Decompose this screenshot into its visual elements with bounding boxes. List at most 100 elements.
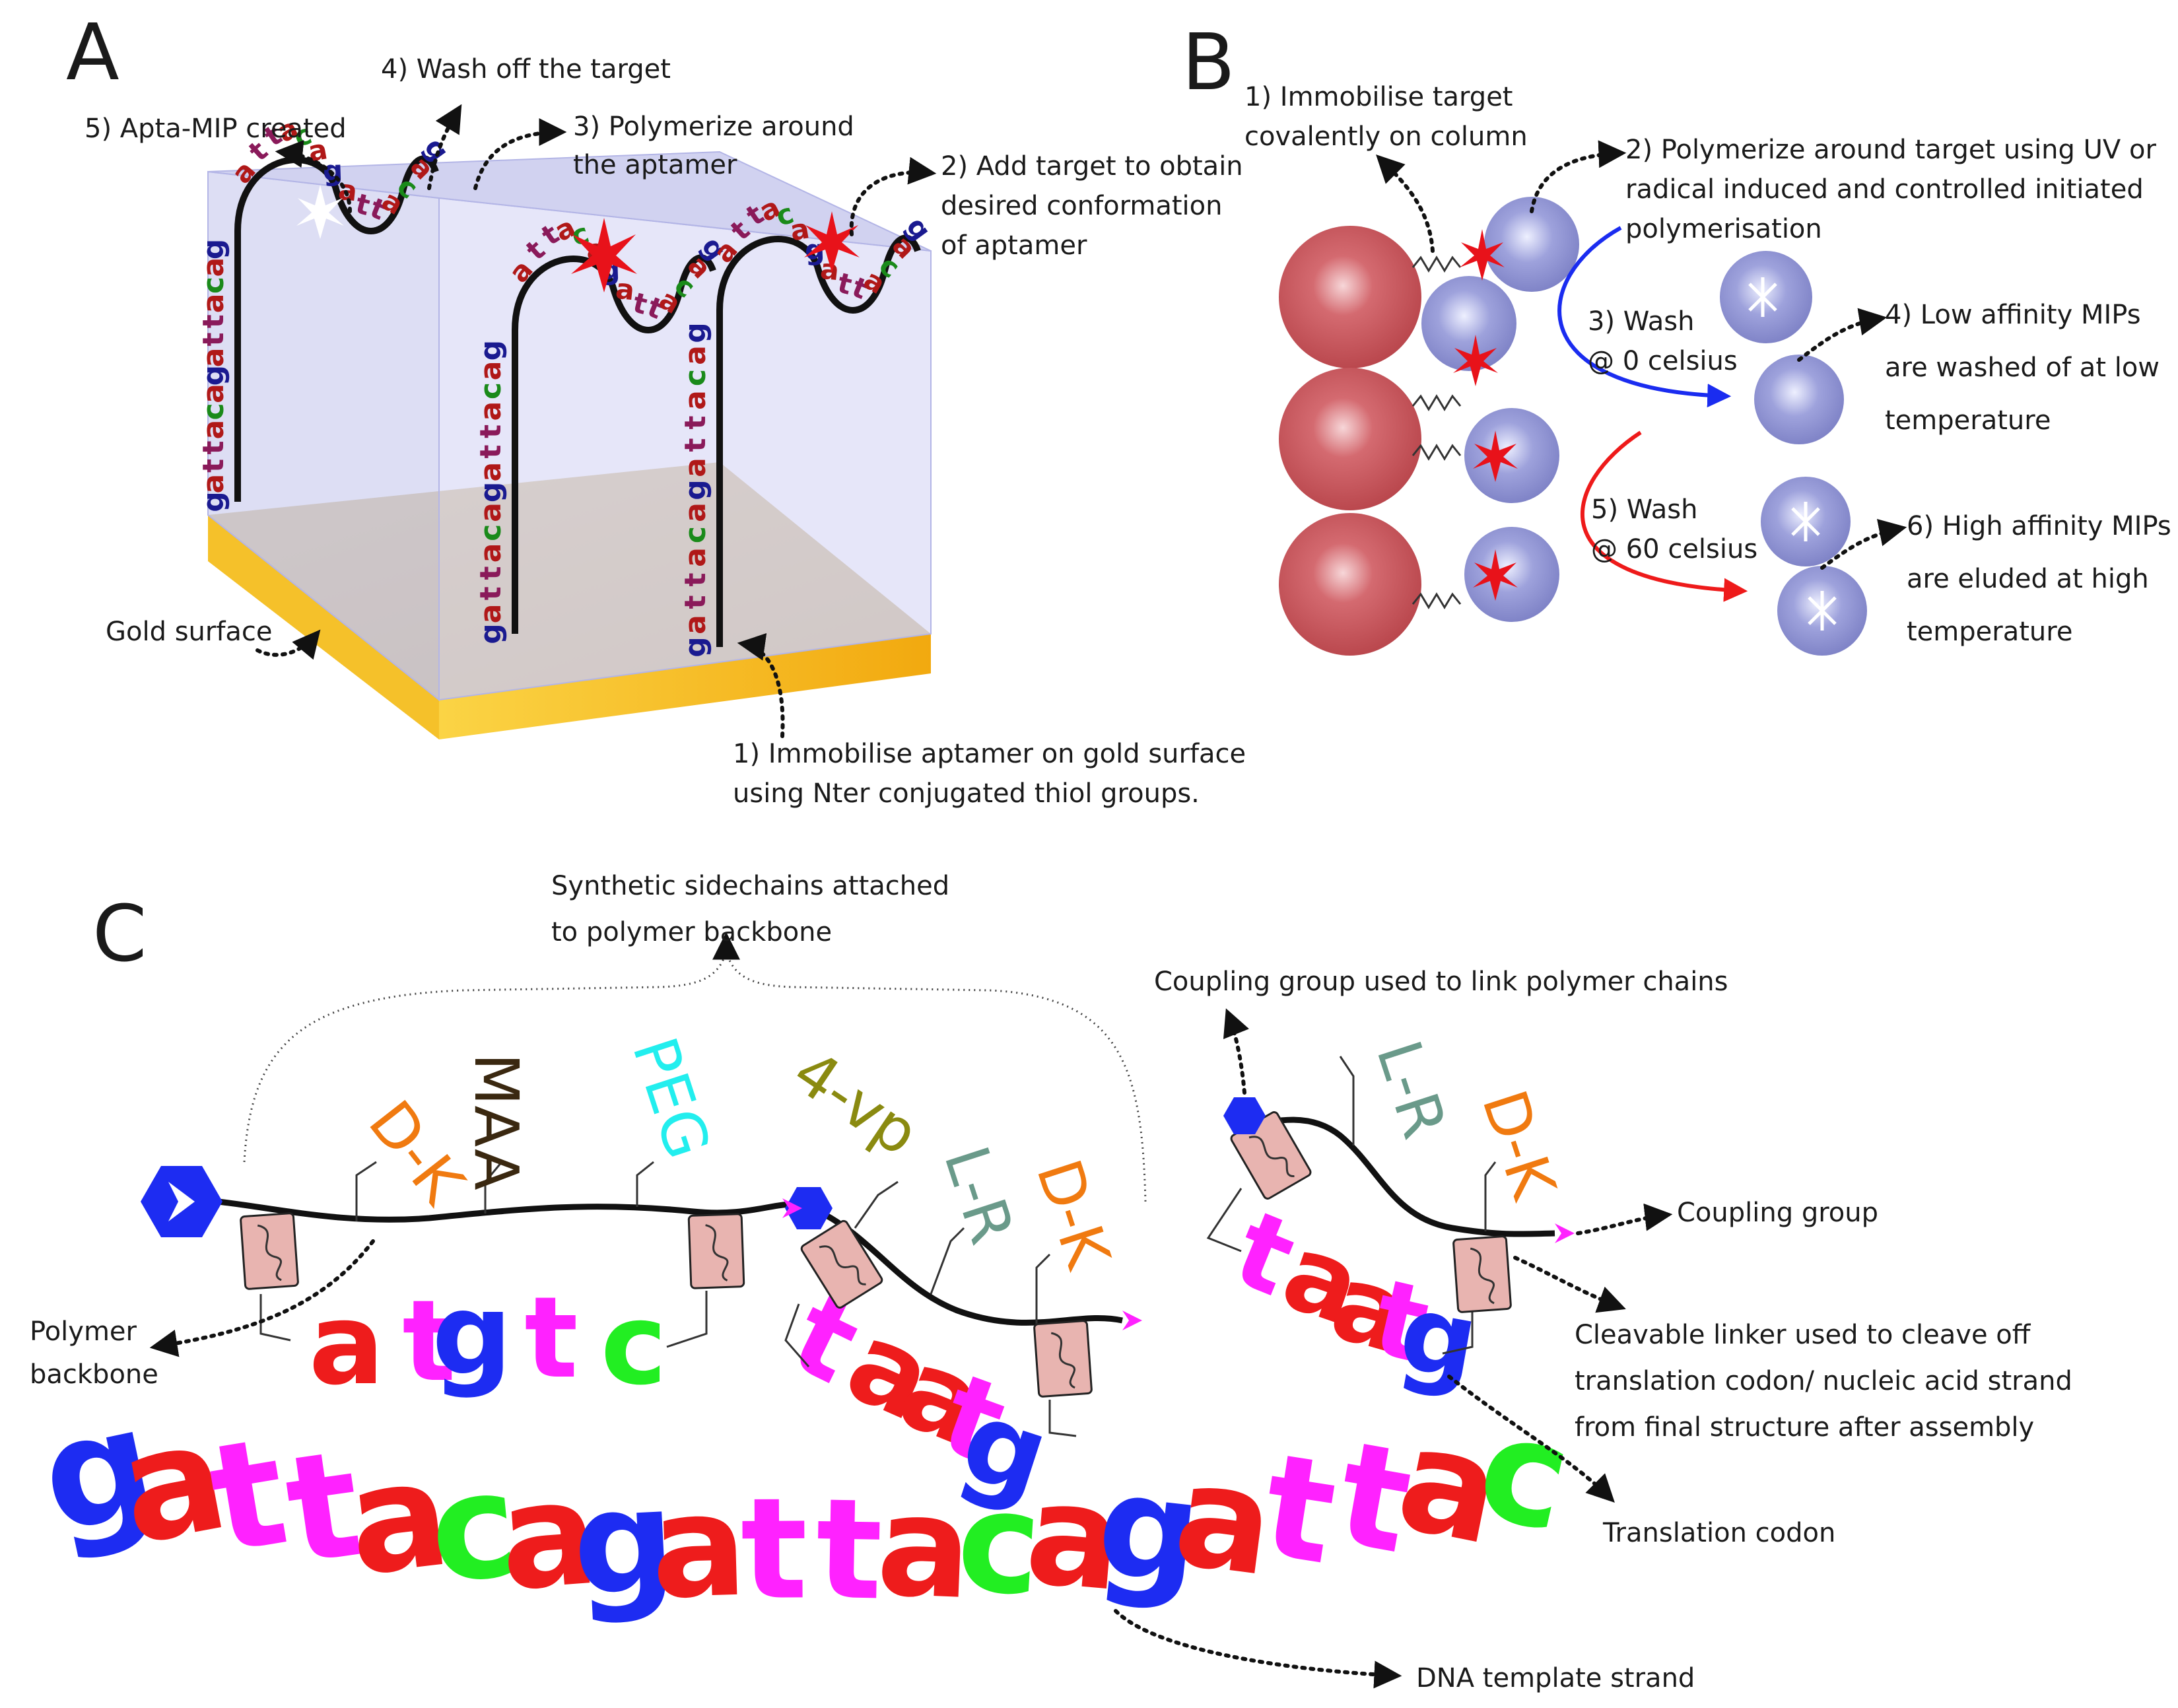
aptamer-1-stem-nt-13: c	[197, 277, 230, 294]
aptamer-2-stem-nt-1: g	[474, 623, 508, 644]
aptamer-3-stem-nt-10: t	[679, 438, 712, 452]
label-step1-line2: using Nter conjugated thiol groups.	[733, 778, 1200, 809]
aptamer-3-stem-nt-12: a	[679, 390, 712, 410]
aptamer-3-stem-nt-11: t	[679, 415, 712, 429]
aptamer-3-stem-nt-15: g	[679, 322, 712, 343]
aptamer-3-stem-nt-2: a	[679, 615, 712, 634]
spring-linker-1	[1412, 256, 1462, 273]
arrow-b-step4	[1797, 308, 1888, 362]
aptamer-3-stem-nt-9: a	[679, 458, 712, 477]
aptamer-backbone-2	[512, 254, 716, 634]
template-nt-13: c	[953, 1459, 1046, 1627]
cleavable-linker-2	[687, 1213, 745, 1289]
label-b-step1-line2: covalently on column	[1244, 121, 1528, 152]
aptamer-2-stem-nt-3: t	[474, 586, 508, 600]
cavity-mark-1	[1748, 277, 1777, 317]
aptamer-1-stem-nt-11: t	[197, 314, 230, 328]
target-molecule-1	[571, 218, 637, 292]
aptamer-2-stem-nt-10: t	[474, 444, 508, 458]
gold-slab-front	[208, 515, 439, 739]
aptamer-2-loop-nt-8: a	[614, 273, 636, 307]
coupling-group-triangle-3	[1555, 1223, 1575, 1243]
wash-hot-arrow	[1580, 430, 1748, 602]
aptamer-3-stem-nt-1: g	[679, 636, 712, 658]
aptamer-2-stem-nt-13: c	[474, 382, 508, 399]
aptamer-2-stem-nt-6: c	[474, 524, 508, 541]
template-nt-8: g	[569, 1457, 679, 1628]
aptamer-2-stem-nt-7: a	[474, 502, 508, 522]
template-nt-10: t	[740, 1467, 808, 1631]
template-nt-12: a	[874, 1464, 974, 1631]
codon-row-nt-2: t	[402, 1276, 456, 1407]
cleavable-linker-1	[240, 1212, 299, 1290]
template-nt-9: a	[649, 1464, 749, 1631]
cleavable-linker-6	[1452, 1235, 1512, 1313]
aptamer-3-stem-nt-6: c	[679, 526, 712, 543]
column-target-4	[1473, 549, 1518, 601]
sidechain-maa: MAA	[461, 1053, 531, 1190]
arrow-step4	[427, 104, 462, 190]
mip-bead-1	[1484, 197, 1579, 292]
label-b-step4-line1: 4) Low affinity MIPs	[1885, 300, 2141, 330]
label-step2-line2: desired conformation	[941, 191, 1222, 221]
label-b-step2-line1: 2) Polymerize around target using UV or	[1625, 135, 2156, 165]
gold-slab-side	[439, 634, 931, 739]
aptamer-3-stem-nt-4: t	[679, 572, 712, 586]
low-affinity-mip-1	[1720, 251, 1812, 343]
label-b-step2-line2: radical induced and controlled initiated	[1625, 174, 2144, 205]
label-b-step2-line3: polymerisation	[1625, 214, 1822, 244]
template-nt-7: a	[494, 1449, 603, 1623]
arrow-c-coupling	[1576, 1203, 1673, 1235]
codon-row-nt-3: g	[432, 1270, 512, 1400]
label-c-cleavable-line1: Cleavable linker used to cleave off	[1575, 1320, 2031, 1350]
label-c-coupling: Coupling group	[1677, 1198, 1878, 1228]
aptamer-2-stem-nt-15: g	[474, 340, 508, 361]
label-b-step6-line2: are eluded at high	[1907, 564, 2149, 594]
label-b-step1-line1: 1) Immobilise target	[1244, 82, 1513, 112]
template-nt-6: c	[423, 1439, 525, 1616]
label-b-step4-line2: are washed of at low	[1885, 353, 2160, 383]
label-step2-line1: 2) Add target to obtain	[941, 151, 1243, 182]
aptamer-3-stem-nt-3: t	[679, 595, 712, 609]
label-c-coupling-link: Coupling group used to link polymer chai…	[1154, 967, 1728, 997]
label-b-step5-line2: @ 60 celsius	[1591, 534, 1757, 564]
coupling-group-hexagon-1	[141, 1166, 222, 1237]
aptamer-2-stem-nt-8: g	[474, 482, 508, 503]
aptamer-1-stem-nt-1: g	[197, 491, 230, 512]
column-target-2	[1453, 335, 1498, 386]
column-bead-3	[1279, 513, 1421, 656]
mip-bead-4	[1464, 527, 1559, 622]
aptamer-1-stem-nt-2: a	[197, 474, 230, 494]
cleavable-linker-3	[800, 1219, 883, 1309]
aptamer-3-stem-nt-13: c	[679, 369, 712, 386]
polymer-backbone-right	[1234, 1116, 1555, 1237]
label-step1-line1: 1) Immobilise aptamer on gold surface	[733, 739, 1246, 769]
aptamer-1-loop-nt-7: g	[322, 154, 343, 187]
aptamer-2-stem-nt-12: a	[474, 401, 508, 421]
polymer-box-top	[207, 151, 932, 252]
label-b-step5-line1: 5) Wash	[1591, 495, 1697, 525]
aptamer-1-stem-nt-3: t	[197, 459, 230, 473]
spring-linker-4	[1412, 592, 1462, 609]
label-b-step6-line1: 6) High affinity MIPs	[1907, 511, 2171, 541]
sidechain-lr-2: L-R	[1363, 1033, 1460, 1147]
coupling-group-hexagon-3	[1223, 1097, 1266, 1134]
column-bead-1	[1279, 226, 1421, 368]
template-nt-5: a	[339, 1428, 458, 1609]
label-c-template: DNA template strand	[1416, 1663, 1695, 1693]
label-b-step3-line1: 3) Wash	[1588, 306, 1694, 337]
aptamer-1-stem-nt-14: a	[197, 257, 230, 277]
aptamer-2-stem-nt-11: t	[474, 425, 508, 438]
column-target-3	[1473, 430, 1518, 482]
column-bead-2	[1279, 368, 1421, 510]
spring-linker-2	[1412, 394, 1462, 411]
template-nt-14: a	[1020, 1452, 1128, 1623]
polymer-backbone-left	[217, 1198, 1123, 1326]
arrow-c-backbone	[149, 1239, 375, 1357]
panel-a: A gattacagattacagattacagattacaggattacaga…	[66, 7, 1246, 809]
label-gold-surface: Gold surface	[106, 617, 273, 647]
coupling-group-hexagon-2	[785, 1187, 833, 1229]
arrow-gold	[255, 629, 321, 660]
arrow-step2	[849, 156, 937, 236]
